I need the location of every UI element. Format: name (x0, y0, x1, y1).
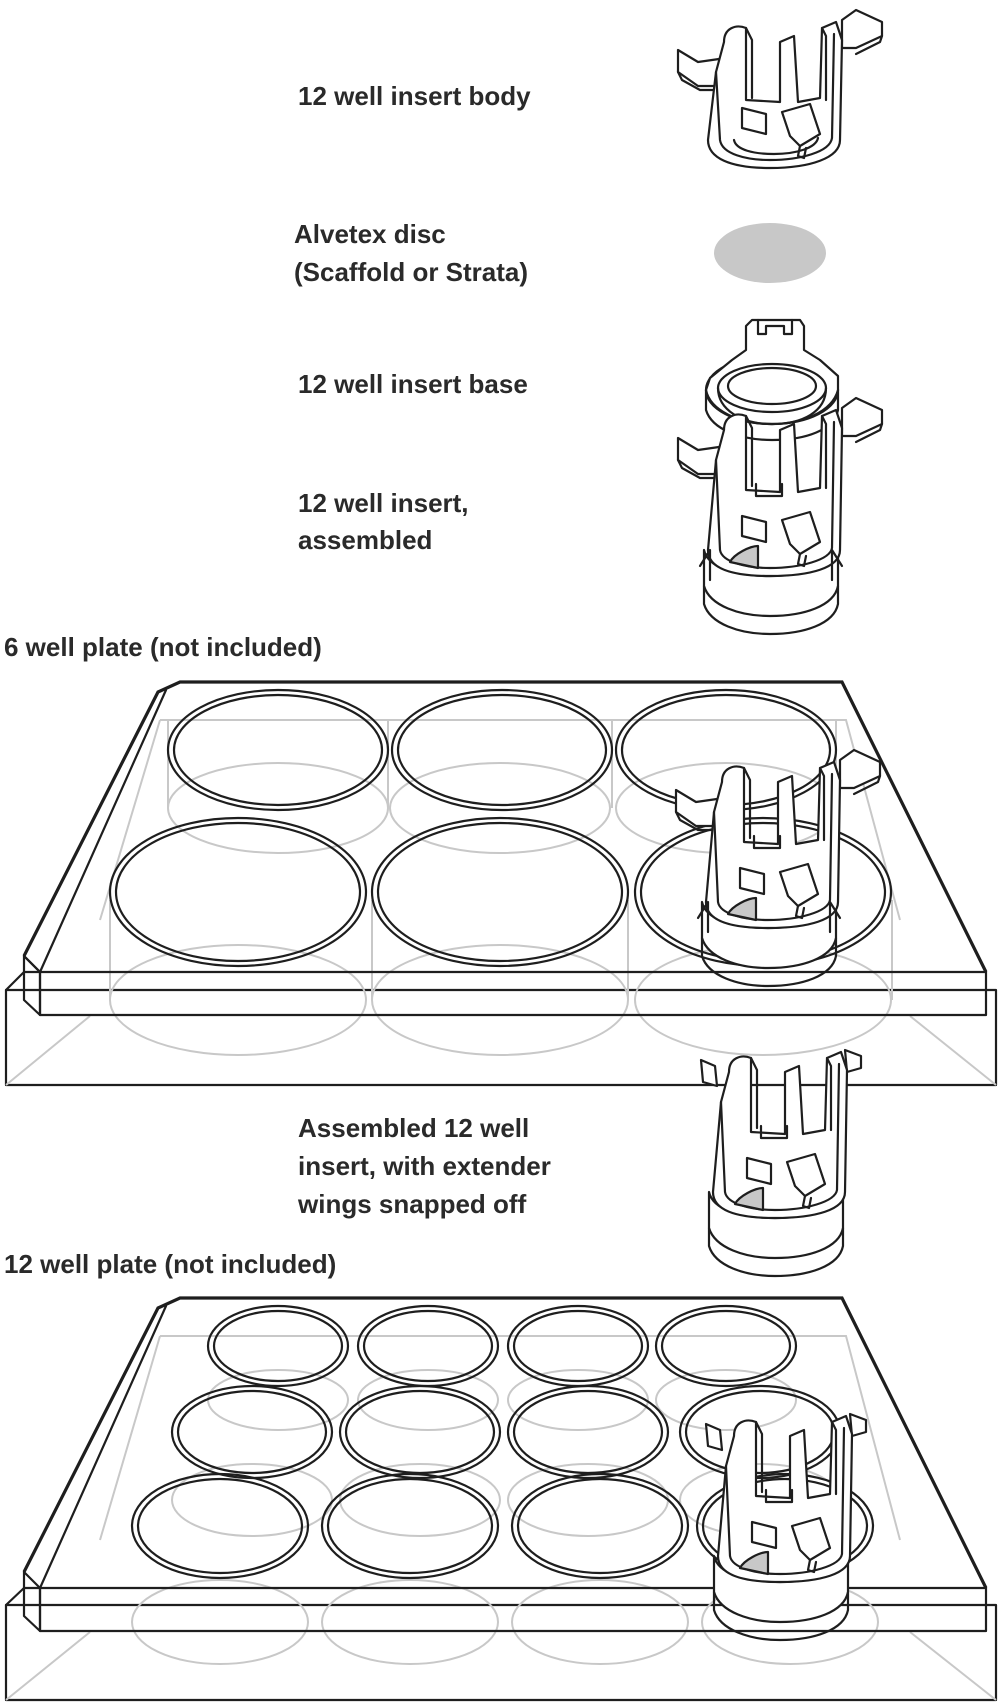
wings-off-label-line2: insert, with extender (298, 1151, 551, 1181)
insert-assembled-sublabel: assembled (298, 525, 433, 555)
alvetex-disc-sublabel: (Scaffold or Strata) (294, 257, 529, 287)
insert-base-label: 12 well insert base (298, 369, 528, 399)
insert-body-illustration (676, 8, 884, 170)
twelve-well-plate-illustration (4, 1296, 998, 1702)
insert-assembled-illustration (676, 396, 884, 636)
twelve-well-plate-label: 12 well plate (not included) (4, 1249, 337, 1279)
wings-off-label-line1: Assembled 12 well (298, 1113, 530, 1143)
six-well-plate-label: 6 well plate (not included) (4, 632, 322, 662)
six-well-plate-illustration (4, 680, 998, 1087)
insert-body-label: 12 well insert body (298, 81, 531, 111)
insert-assembled-label: 12 well insert, (298, 488, 469, 518)
wings-off-label-line3: wings snapped off (298, 1189, 527, 1219)
alvetex-disc-label: Alvetex disc (294, 219, 446, 249)
alvetex-disc-illustration (714, 223, 826, 283)
